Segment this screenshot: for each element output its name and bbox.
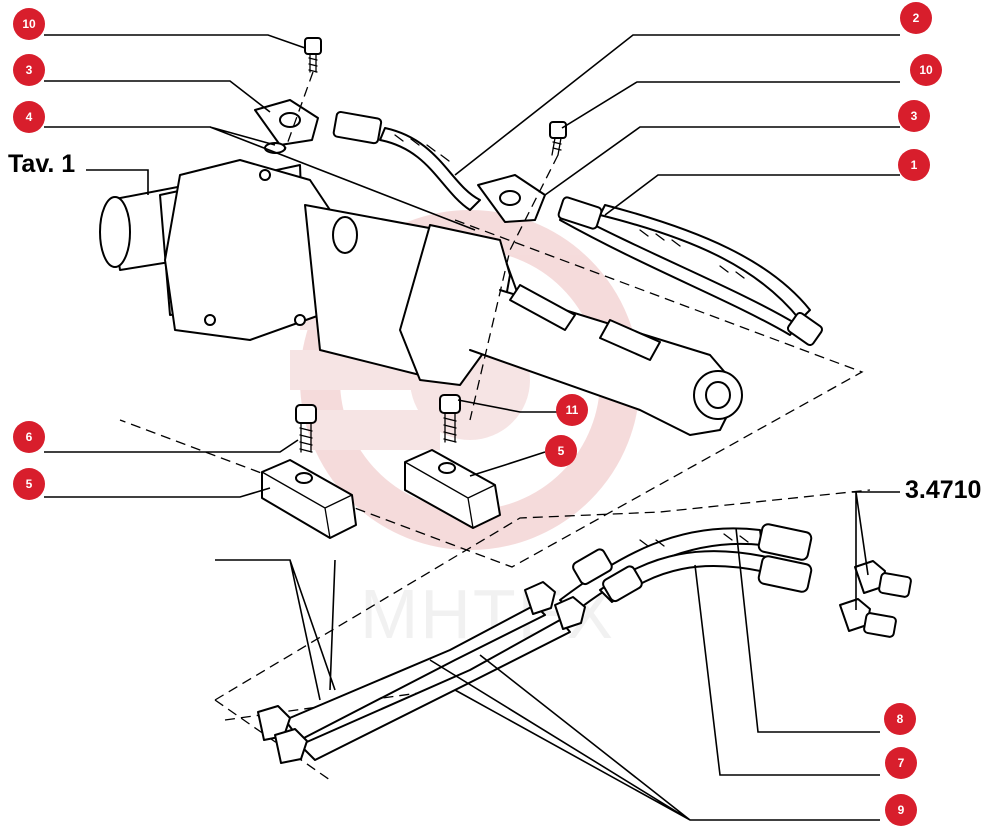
- callout-label: 3: [911, 109, 918, 123]
- callout-bolt-10-right[interactable]: 10: [910, 54, 942, 86]
- hydraulic-cylinder: [99, 159, 743, 436]
- callout-hose-2[interactable]: 2: [900, 2, 932, 34]
- callout-bolt-6[interactable]: 6: [13, 421, 45, 453]
- callout-hose-1[interactable]: 1: [898, 149, 930, 181]
- banjo-fitting-upper-left: [254, 99, 319, 154]
- callout-clamp-5-right[interactable]: 5: [545, 435, 577, 467]
- callout-bolt-10-left[interactable]: 10: [13, 8, 45, 40]
- clamp-block-right: [404, 449, 501, 529]
- banjo-fitting-upper-right: [477, 174, 546, 223]
- bolt-10-right: [549, 121, 567, 156]
- assembly-axis-lines: [284, 71, 559, 421]
- callout-label: 11: [566, 403, 579, 417]
- callout-label: 10: [22, 17, 36, 31]
- table-title: Tav. 1: [8, 150, 75, 178]
- callout-label: 4: [26, 110, 33, 124]
- bolt-6: [295, 404, 317, 453]
- callout-label: 8: [897, 712, 904, 726]
- callout-banjo-3-right[interactable]: 3: [898, 100, 930, 132]
- callout-banjo-3-left[interactable]: 3: [13, 54, 45, 86]
- callout-clamp-5-left[interactable]: 5: [13, 468, 45, 500]
- callout-hose-7[interactable]: 7: [885, 747, 917, 779]
- callout-label: 5: [26, 477, 33, 491]
- callout-label: 10: [919, 63, 933, 77]
- callout-label: 6: [26, 430, 33, 444]
- callout-label: 7: [898, 756, 905, 770]
- callout-hose-8[interactable]: 8: [884, 703, 916, 735]
- callout-label: 5: [558, 444, 565, 458]
- title-leader: [86, 169, 149, 195]
- callout-label: 1: [911, 158, 918, 172]
- upper-hose-assembly: [332, 110, 824, 347]
- callout-label: 9: [898, 803, 905, 817]
- callout-washer-4[interactable]: 4: [13, 101, 45, 133]
- bolt-11: [439, 394, 461, 443]
- leader-lines: [44, 34, 900, 821]
- callout-label: 2: [913, 11, 920, 25]
- clamp-block-left: [261, 459, 357, 539]
- part-code-label: 3.4710: [905, 476, 981, 504]
- callout-pipes-9[interactable]: 9: [885, 794, 917, 826]
- callout-bolt-11[interactable]: 11: [556, 394, 588, 426]
- lower-pipe-assembly: [257, 523, 813, 764]
- callout-label: 3: [26, 63, 33, 77]
- bolt-10-left: [304, 37, 322, 73]
- end-fittings-3-4710: [839, 560, 912, 638]
- part-code-leader: [852, 491, 900, 610]
